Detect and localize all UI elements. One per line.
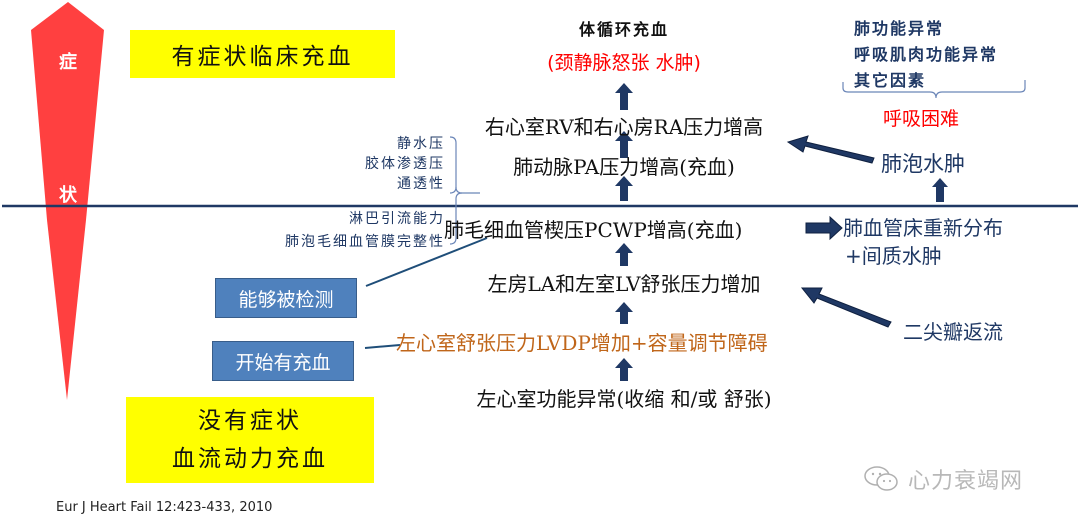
mitral-regurgitation-node: 二尖瓣返流 <box>903 320 1003 344</box>
la-lv-pressure-node: 左房LA和左室LV舒张压力增加 <box>487 272 761 296</box>
redistribution-node: 肺血管床重新分布 +间质水肿 <box>843 214 1003 270</box>
severity-label-char: 状 <box>59 185 77 206</box>
right-arrow-icon <box>805 215 843 241</box>
pa-pressure-node: 肺动脉PA压力增高(充血) <box>513 155 735 179</box>
severity-arrow-icon <box>31 2 104 400</box>
factors-upper-list: 静水压 胶体渗透压 通透性 <box>300 134 445 194</box>
watermark-text: 心力衰竭网 <box>908 469 1024 494</box>
systemic-congestion-label: 体循环充血 <box>578 20 669 39</box>
up-arrow-icon <box>615 131 633 158</box>
bracket-lung-factors <box>842 80 1026 99</box>
lung-factor-item: 其它因素 <box>854 71 927 90</box>
flow-arrows <box>615 83 948 381</box>
connector-line <box>365 237 488 287</box>
dyspnea-label: 呼吸困难 <box>883 108 960 130</box>
redistribution-line-2: +间质水肿 <box>845 244 942 268</box>
factor-item: 静水压 <box>397 136 445 152</box>
wechat-icon <box>864 466 898 491</box>
diagonal-arrow-icon <box>800 287 892 328</box>
lv-dysfunction-node: 左心室功能异常(收缩 和/或 舒张) <box>476 387 772 411</box>
rv-ra-pressure-node: 右心室RV和右心房RA压力增高 <box>484 115 764 139</box>
redistribution-line-1: 肺血管床重新分布 <box>843 216 1003 240</box>
bracket-upper-tip <box>449 186 457 194</box>
asymptomatic-label: 没有症状 血流动力充血 <box>126 397 374 483</box>
up-arrow-icon <box>615 176 633 201</box>
factors-lower-list: 淋巴引流能力 肺泡毛细血管膜完整性 <box>230 208 445 254</box>
lvdp-node: 左心室舒张压力LVDP增加+容量调节障碍 <box>396 331 768 355</box>
lung-factor-item: 呼吸肌肉功能异常 <box>854 45 999 64</box>
up-arrow-icon <box>615 83 633 110</box>
severity-label-char: 症 <box>59 52 77 73</box>
up-arrow-icon <box>615 358 633 381</box>
pcwp-node: 肺毛细血管楔压PCWP增高(充血) <box>444 218 743 242</box>
factor-item: 胶体渗透压 <box>365 156 445 172</box>
diagonal-arrow-icon <box>786 135 875 164</box>
lung-factors-list: 肺功能异常 呼吸肌肉功能异常 其它因素 <box>854 16 998 94</box>
lung-factor-item: 肺功能异常 <box>854 19 945 38</box>
up-arrow-icon <box>615 302 633 324</box>
detectable-box: 能够被检测 <box>215 278 357 318</box>
alveolar-edema-node: 肺泡水肿 <box>881 152 965 176</box>
bracket-lower <box>449 192 463 245</box>
connector-line <box>364 344 401 349</box>
congestion-begins-box: 开始有充血 <box>212 341 354 381</box>
citation: Eur J Heart Fail 12:423-433, 2010 <box>56 500 273 515</box>
watermark: 心力衰竭网 <box>862 463 1023 495</box>
systemic-signs-label: (颈静脉怒张 水肿) <box>547 52 701 74</box>
factor-item: 淋巴引流能力 <box>349 211 445 227</box>
up-arrow-icon <box>615 243 633 266</box>
asymptomatic-line-2: 血流动力充血 <box>172 446 328 472</box>
factor-item: 通透性 <box>397 176 445 192</box>
symptomatic-label: 有症状临床充血 <box>130 30 395 78</box>
up-arrow-icon <box>932 178 948 202</box>
asymptomatic-line-1: 没有症状 <box>198 408 302 434</box>
factor-item: 肺泡毛细血管膜完整性 <box>285 234 445 250</box>
